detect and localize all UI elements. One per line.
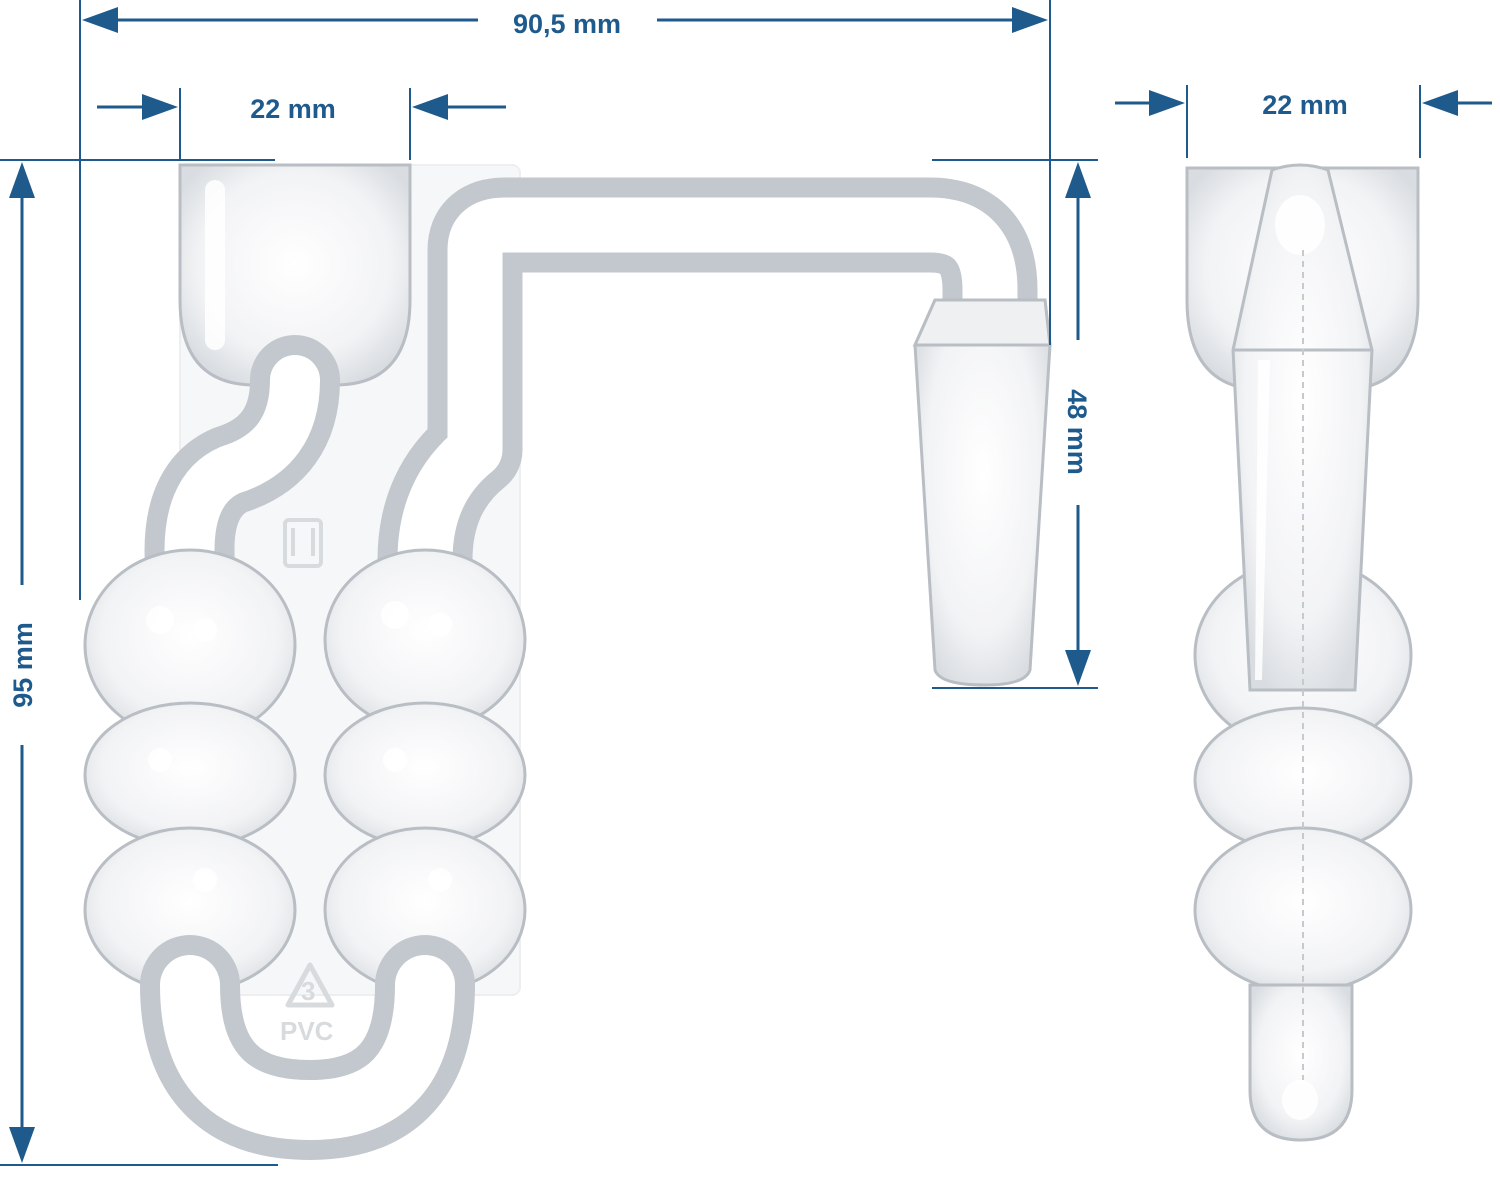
svg-text:3: 3	[301, 976, 315, 1006]
dimension-label-overall-width: 90,5 mm	[513, 9, 621, 39]
dimension-label-side-view-width: 22 mm	[1262, 90, 1348, 120]
dimension-overall-width: 90,5 mm	[79, 0, 1051, 600]
dimension-total-height: 95 mm	[0, 159, 278, 1166]
material-stamp: PVC	[280, 1016, 334, 1046]
recycling-icon: 3	[285, 962, 335, 1008]
dimension-label-total-height: 95 mm	[8, 622, 38, 708]
front-view: 3 PVC	[83, 163, 1052, 1160]
dimension-spout-height: 48 mm	[932, 159, 1098, 689]
dimension-left-tube-width: 22 mm	[97, 88, 506, 160]
left-bulbs	[83, 548, 297, 994]
dimension-label-left-tube-width: 22 mm	[250, 94, 336, 124]
dimension-label-spout-height: 48 mm	[1062, 389, 1092, 475]
side-view	[1185, 163, 1420, 1142]
cup-fork-icon	[283, 518, 323, 568]
right-bulbs	[323, 548, 527, 994]
side-bottom-stub	[1248, 983, 1354, 1142]
dimension-side-view-width: 22 mm	[1115, 85, 1492, 158]
spout-cone	[913, 298, 1052, 687]
